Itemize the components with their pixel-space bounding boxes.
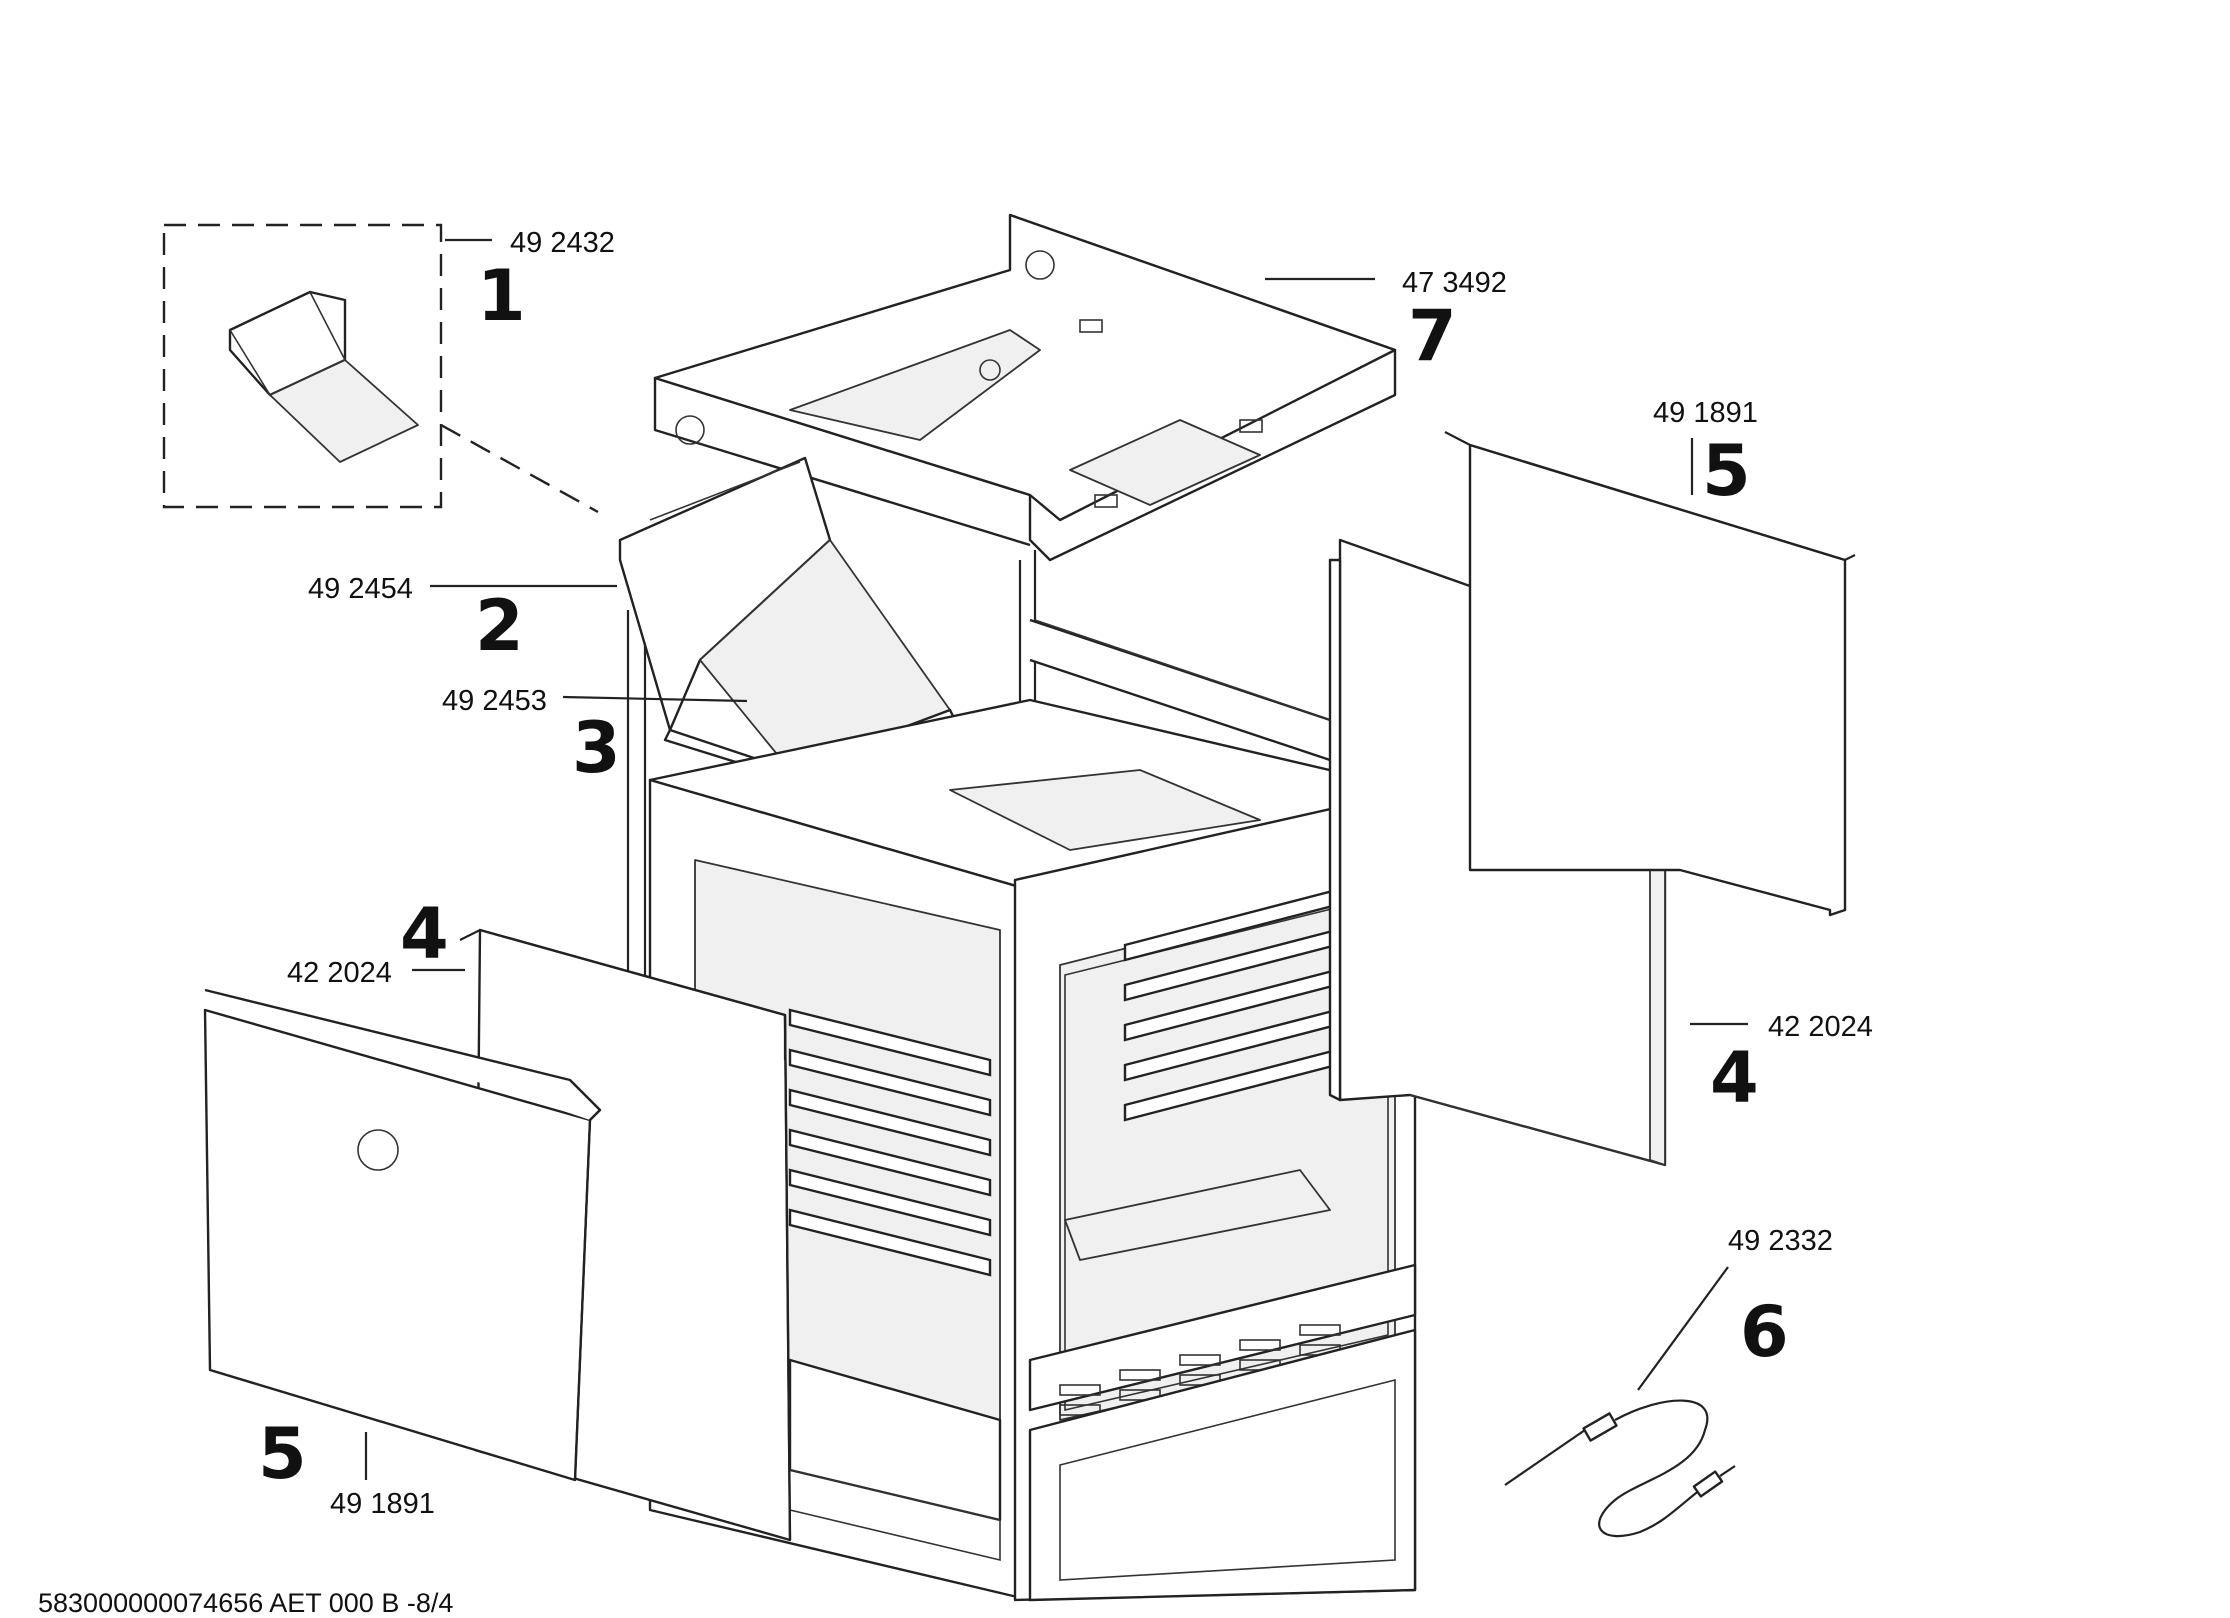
rack-rails-left — [788, 1008, 992, 1277]
part-6-temperature-probe — [1504, 1399, 1736, 1538]
part-5-left-side-panel — [203, 988, 602, 1482]
callout-number: 5 — [1702, 430, 1751, 512]
part-1-detail-box — [162, 223, 599, 514]
part-number-label: 49 2453 — [442, 685, 547, 717]
callout-number: 3 — [572, 707, 621, 789]
part-number-label: 42 2024 — [287, 957, 392, 989]
callout-number: 6 — [1740, 1291, 1789, 1373]
callout-1: 49 2432 1 — [477, 227, 615, 337]
part-number-label: 49 2454 — [308, 573, 413, 605]
callout-3: 49 2453 3 — [442, 685, 621, 789]
callout-number: 4 — [400, 893, 449, 975]
callout-6: 49 2332 6 — [1728, 1225, 1833, 1373]
part-number-label: 49 1891 — [330, 1488, 435, 1520]
callout-2: 49 2454 2 — [308, 573, 524, 667]
callout-4-right: 42 2024 4 — [1710, 1011, 1873, 1119]
document-code: 583000000074656 AET 000 B -8/4 — [38, 1588, 453, 1618]
oven-cavity — [648, 698, 1417, 1602]
callout-number: 7 — [1408, 295, 1457, 377]
part-number-label: 49 2332 — [1728, 1225, 1833, 1257]
part-number-label: 49 2432 — [510, 227, 615, 259]
callout-number: 4 — [1710, 1037, 1759, 1119]
callout-number: 5 — [258, 1413, 307, 1495]
rack-rails-right — [1123, 878, 1377, 1122]
part-number-label: 49 1891 — [1653, 397, 1758, 429]
callout-4-left: 42 2024 4 — [287, 893, 449, 989]
part-5-right-side-panel — [1444, 431, 1856, 917]
leader-lines — [364, 238, 1748, 1480]
callout-7: 47 3492 7 — [1402, 267, 1507, 377]
part-number-label: 47 3492 — [1402, 267, 1507, 299]
part-number-label: 42 2024 — [1768, 1011, 1873, 1043]
callout-5-left: 49 1891 5 — [258, 1413, 435, 1520]
part-7-top-panel — [653, 213, 1397, 562]
callout-number: 2 — [475, 585, 524, 667]
callout-number: 1 — [477, 255, 526, 337]
callout-5-right: 49 1891 5 — [1653, 397, 1758, 512]
